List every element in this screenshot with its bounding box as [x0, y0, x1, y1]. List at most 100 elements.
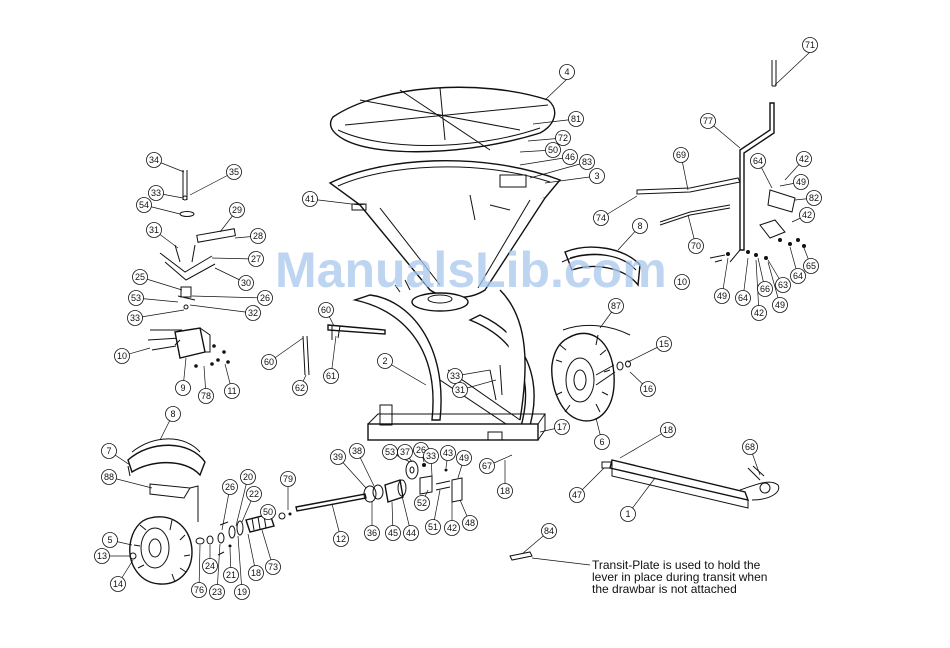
callout-label: 46 [565, 152, 575, 162]
callout-c12: 12 [333, 531, 349, 547]
callout-label: 78 [201, 391, 211, 401]
callout-c71: 71 [802, 37, 818, 53]
callout-circle [714, 288, 730, 304]
callout-circle [114, 348, 130, 364]
callout-c6: 6 [594, 434, 610, 450]
callout-c24: 24 [202, 558, 218, 574]
callout-c15: 15 [656, 336, 672, 352]
callout-label: 15 [659, 339, 669, 349]
callout-circle [444, 520, 460, 536]
callout-label: 30 [241, 278, 251, 288]
callout-label: 50 [263, 507, 273, 517]
callout-c9: 9 [175, 380, 191, 396]
callout-label: 35 [229, 167, 239, 177]
callout-circle [238, 275, 254, 291]
callout-c18c: 18 [248, 565, 264, 581]
callout-c16: 16 [640, 381, 656, 397]
callout-c29: 29 [229, 202, 245, 218]
callout-label: 4 [564, 67, 569, 77]
callout-circle [589, 168, 605, 184]
callout-circle [198, 388, 214, 404]
callout-c10a: 10 [674, 274, 690, 290]
callout-circle [656, 336, 672, 352]
callout-circle [700, 113, 716, 129]
callout-circle [385, 525, 401, 541]
callout-circle [796, 151, 812, 167]
callout-label: 50 [548, 145, 558, 155]
callout-label: 13 [97, 551, 107, 561]
wheel-left [129, 516, 193, 585]
callout-circle [110, 576, 126, 592]
callout-label: 82 [809, 193, 819, 203]
callout-c8b: 8 [165, 406, 181, 422]
callout-circle [261, 354, 277, 370]
callout-c39: 39 [330, 449, 346, 465]
callout-c11: 11 [224, 383, 240, 399]
callout-label: 60 [321, 305, 331, 315]
callout-circle [127, 310, 143, 326]
spreader-frame [352, 289, 546, 441]
callout-circle [260, 504, 276, 520]
callout-label: 27 [251, 254, 261, 264]
callout-circle [423, 448, 439, 464]
callout-label: 18 [500, 486, 510, 496]
callout-label: 31 [455, 385, 465, 395]
callout-circle [302, 191, 318, 207]
callout-c65: 65 [803, 258, 819, 274]
callout-label: 22 [249, 489, 259, 499]
note-line-3: the drawbar is not attached [592, 582, 737, 596]
callout-c42d: 42 [444, 520, 460, 536]
callout-label: 17 [557, 422, 567, 432]
gearbox-assembly [147, 170, 236, 368]
callout-label: 23 [212, 587, 222, 597]
callout-circle [554, 419, 570, 435]
callout-label: 10 [117, 351, 127, 361]
callout-label: 9 [180, 383, 185, 393]
callout-circle [229, 202, 245, 218]
callout-label: 7 [106, 446, 111, 456]
callout-c83: 83 [579, 154, 595, 170]
callout-c34: 34 [146, 152, 162, 168]
callout-circle [323, 368, 339, 384]
callout-circle [742, 439, 758, 455]
callout-circle [569, 487, 585, 503]
callout-c21: 21 [223, 567, 239, 583]
callout-c10b: 10 [114, 348, 130, 364]
callout-c54: 54 [136, 197, 152, 213]
callout-c87: 87 [608, 298, 624, 314]
callout-circle [559, 64, 575, 80]
callout-c64c: 64 [790, 268, 806, 284]
right-wheel-hardware [616, 360, 631, 371]
callout-label: 11 [227, 386, 236, 396]
callout-label: 42 [799, 154, 809, 164]
callout-label: 38 [352, 446, 362, 456]
callout-label: 33 [450, 371, 460, 381]
callout-circle [414, 495, 430, 511]
callout-c8a: 8 [632, 218, 648, 234]
callout-label: 34 [149, 155, 159, 165]
callout-label: 70 [691, 241, 701, 251]
callout-circle [750, 153, 766, 169]
callout-c3: 3 [589, 168, 605, 184]
callout-c18b: 18 [497, 483, 513, 499]
callout-label: 54 [139, 200, 149, 210]
callout-c49a: 49 [793, 174, 809, 190]
callout-circle [234, 584, 250, 600]
callout-circle [101, 443, 117, 459]
callout-label: 47 [572, 490, 582, 500]
callout-label: 62 [295, 383, 305, 393]
callout-label: 65 [806, 261, 816, 271]
callout-c88: 88 [101, 469, 117, 485]
callout-circle [456, 450, 472, 466]
callout-c13: 13 [94, 548, 110, 564]
callout-circle [497, 483, 513, 499]
callout-c46: 46 [562, 149, 578, 165]
callout-c78: 78 [198, 388, 214, 404]
callout-circle [209, 584, 225, 600]
callout-label: 21 [226, 570, 236, 580]
callout-c23: 23 [209, 584, 225, 600]
callout-circle [202, 558, 218, 574]
callout-label: 51 [428, 522, 438, 532]
callout-circle [793, 174, 809, 190]
callout-label: 18 [251, 568, 261, 578]
